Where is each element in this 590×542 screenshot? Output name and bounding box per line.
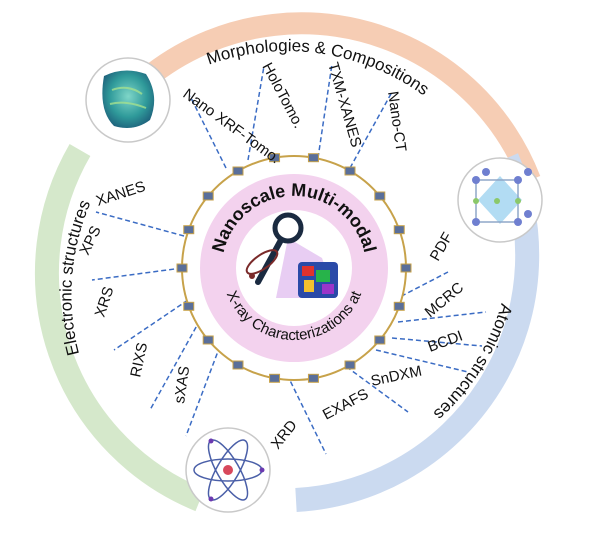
ring-marker xyxy=(393,301,405,311)
ring-marker xyxy=(202,191,214,201)
ring-marker xyxy=(183,225,195,235)
atomic-technique-label: BCDI xyxy=(426,328,465,356)
electronic-technique-label: RIXS xyxy=(127,341,151,379)
ring-marker xyxy=(232,166,244,176)
ring-marker xyxy=(269,153,281,163)
atomic-technique-label: PDF xyxy=(427,230,457,264)
morphology-arc xyxy=(99,12,541,184)
ring-marker xyxy=(202,335,214,345)
ring-marker xyxy=(307,373,319,383)
ring-marker xyxy=(374,335,386,345)
electronic-technique-label: XANES xyxy=(94,178,148,210)
ring-marker xyxy=(232,360,244,370)
atomic-connector-line xyxy=(339,361,409,413)
electronic-technique-label: sXAS xyxy=(171,365,193,405)
atomic-connector-line xyxy=(391,337,483,347)
morphology-technique-label: TXM-XANES xyxy=(324,60,364,149)
electronic-connector-line xyxy=(113,299,189,351)
electronic-connector-line xyxy=(185,345,221,437)
morphology-connector-line xyxy=(189,95,227,169)
ring-marker xyxy=(269,373,281,383)
electronic-connector-line xyxy=(149,319,201,411)
atomic-technique-label: MCRC xyxy=(422,279,468,321)
ring-marker xyxy=(176,263,188,273)
morphology-technique-label: Nano-CT xyxy=(384,90,409,153)
electronic-connector-line xyxy=(91,267,183,281)
ring-marker xyxy=(344,360,356,370)
atomic-technique-label: SnDXM xyxy=(369,363,423,390)
particle-tomography-icon xyxy=(85,57,171,143)
morphology-technique-label: Nano XRF-Tomo. xyxy=(180,85,284,167)
electronic-technique-label: XRS xyxy=(92,285,118,320)
ring-marker xyxy=(183,301,195,311)
ring-marker xyxy=(400,263,412,273)
atom-orbit-icon xyxy=(185,427,271,513)
atomic-technique-label: XRD xyxy=(268,417,301,453)
ring-marker xyxy=(374,191,386,201)
electronic-connector-line xyxy=(95,211,185,237)
ring-markers xyxy=(176,153,412,383)
crystal-lattice-icon xyxy=(457,157,543,243)
atomic-technique-label: EXAFS xyxy=(320,385,371,423)
ring-marker xyxy=(344,166,356,176)
morphology-technique-label: HoloTomo. xyxy=(258,60,307,131)
morphology-connector-line xyxy=(349,91,393,169)
magnifier-probe-icon xyxy=(245,212,338,298)
electronic-arc xyxy=(34,143,205,512)
atomic-connector-line xyxy=(397,311,487,323)
ring-marker xyxy=(393,225,405,235)
ring-marker xyxy=(307,153,319,163)
